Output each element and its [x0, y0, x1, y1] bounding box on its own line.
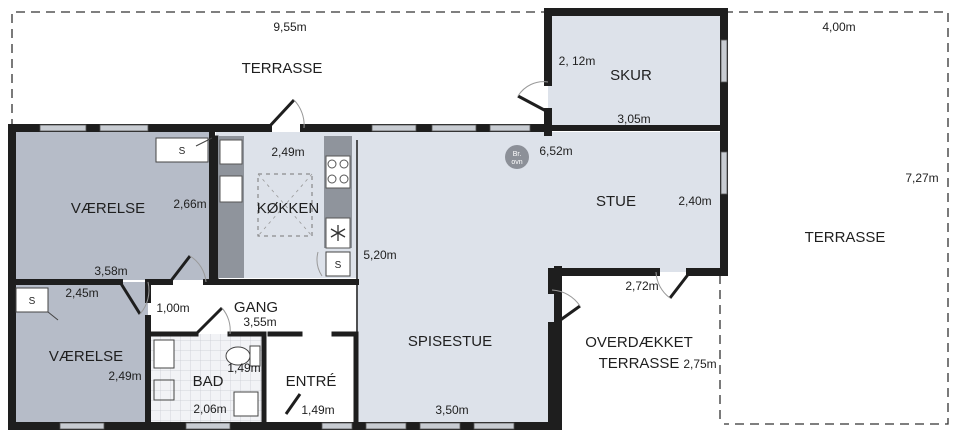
dim-right-terrasse-width: 4,00m [822, 20, 855, 34]
dim-vaerelse1-width: 3,58m [94, 264, 127, 278]
label-vaerelse-2: VÆRELSE [49, 348, 123, 365]
dim-skur-height: 2, 12m [559, 54, 596, 68]
label-terrasse-top: TERRASSE [242, 60, 323, 77]
stove-top-icon [325, 155, 351, 189]
label-skur: SKUR [610, 67, 652, 84]
dim-vaerelse1-height: 2,66m [173, 197, 206, 211]
closet-label-koekken: S [335, 260, 342, 271]
dim-bad-height: 1,49m [227, 361, 260, 375]
label-vaerelse-1: VÆRELSE [71, 200, 145, 217]
terrace-outline [11, 11, 949, 425]
closet-vaerelse-2 [15, 287, 49, 313]
fridge-snowflake-icon [325, 217, 351, 249]
dim-vaerelse2-height: 2,49m [108, 369, 141, 383]
label-bad: BAD [193, 373, 224, 390]
doors [47, 81, 692, 415]
room-fill-entre [264, 334, 356, 424]
label-koekken: KØKKEN [257, 200, 320, 217]
dim-gang-height: 1,00m [156, 301, 189, 315]
dim-vaerelse2-width: 2,45m [65, 286, 98, 300]
label-terrasse-right: TERRASSE [805, 229, 886, 246]
windows [39, 39, 728, 430]
washer-icon [233, 391, 259, 417]
label-overdaekket-line1: OVERDÆKKET [585, 334, 693, 351]
dim-right-terrasse-height: 7,27m [905, 171, 938, 185]
label-stue: STUE [596, 193, 636, 210]
closet-koekken [325, 251, 351, 277]
shower-drain-icon [153, 379, 175, 401]
stove-label-line1: Br. [513, 151, 522, 158]
dim-overdaekket-height: 2,75m [683, 357, 716, 371]
wood-stove-icon [505, 145, 529, 169]
label-gang: GANG [234, 299, 278, 316]
kitchen-island-outline [257, 173, 313, 237]
dim-spisestue-width: 3,50m [435, 403, 468, 417]
dim-koekken-width: 2,49m [271, 145, 304, 159]
dim-entre-width: 1,49m [301, 403, 334, 417]
room-fill-stue [356, 132, 720, 272]
closet-vaerelse-1 [155, 137, 209, 163]
dim-stue-width: 6,52m [539, 144, 572, 158]
bathroom-sink-icon [153, 339, 175, 369]
room-fill-skur [548, 12, 722, 130]
label-overdaekket-line2: TERRASSE [599, 355, 680, 372]
sink-icon [219, 175, 243, 203]
dim-terrasse-width: 9,55m [273, 20, 306, 34]
dim-bad-width: 2,06m [193, 402, 226, 416]
dim-stue-height: 2,40m [678, 194, 711, 208]
room-fill-spisestue [356, 270, 554, 424]
dim-skur-width: 3,05m [617, 112, 650, 126]
dim-overdaekket-width: 2,72m [625, 279, 658, 293]
label-spisestue: SPISESTUE [408, 333, 492, 350]
label-entre: ENTRÉ [286, 373, 337, 390]
dim-spisestue-height: 5,20m [363, 248, 396, 262]
stove-label-line2: ovn [511, 159, 522, 166]
dim-gang-width: 3,55m [243, 315, 276, 329]
closet-label-vaerelse-2: S [29, 296, 36, 307]
room-fill-gang [150, 282, 356, 334]
toilet-icon [225, 345, 261, 367]
dishwasher-icon [219, 139, 243, 165]
closet-label-vaerelse-1: S [179, 146, 186, 157]
